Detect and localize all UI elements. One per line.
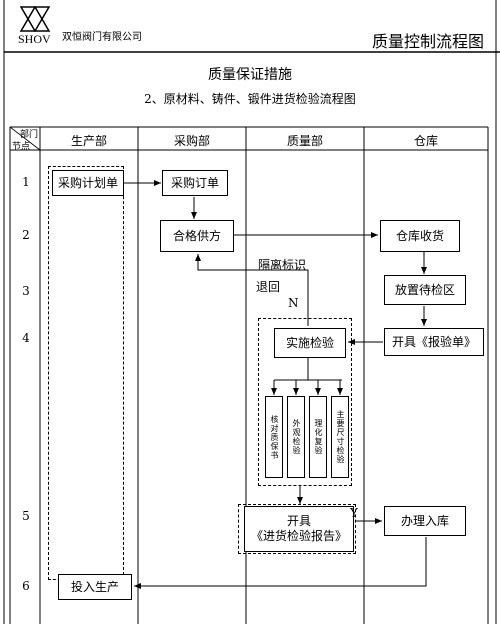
check-item-label: 外观检验 <box>292 419 301 455</box>
node-number: 5 <box>22 509 30 523</box>
company-logo: SHOV <box>18 5 52 46</box>
purchase-order-box: 采购订单 <box>162 170 228 196</box>
return-label: 退回 <box>256 280 281 294</box>
column-header-purchasing: 采购部 <box>173 134 210 148</box>
company-name: 双恒阀门有限公司 <box>62 32 142 43</box>
column-header-quality: 质量部 <box>286 134 323 148</box>
inspection-group-dashed <box>258 318 352 486</box>
node-number: 6 <box>22 579 30 593</box>
node-number: 3 <box>22 284 30 298</box>
node-number: 4 <box>22 331 30 345</box>
yes-branch-label: Y <box>350 506 358 520</box>
store-in-box: 办理入库 <box>384 506 466 536</box>
qualified-supplier-box: 合格供方 <box>160 220 234 252</box>
sub-title: 2、原材料、铸件、锻件进货检验流程图 <box>144 92 356 106</box>
corner-label-bottom: 节点 <box>12 142 31 152</box>
warehouse-receive-box: 仓库收货 <box>380 220 460 252</box>
logo-icon <box>19 5 51 33</box>
put-into-production-box: 投入生产 <box>58 574 132 600</box>
logo-text: SHOV <box>18 32 51 46</box>
check-item-label: 核对质保书 <box>270 414 279 460</box>
node-number: 1 <box>22 175 30 189</box>
report-line-1: 开具 <box>286 514 311 528</box>
inspection-report-box: 开具 《进货检验报告》 <box>244 506 354 552</box>
check-item-warranty: 核对质保书 <box>265 396 283 478</box>
report-line-2: 《进货检验报告》 <box>250 529 347 543</box>
check-item-dimensions: 主要尺寸检验 <box>331 396 349 478</box>
column-header-production: 生产部 <box>70 134 107 148</box>
main-title: 质量保证措施 <box>208 67 292 83</box>
check-item-physical-chemical: 理化复验 <box>309 396 327 478</box>
report-group-dashed <box>238 504 356 554</box>
issue-inspection-request-box: 开具《报验单》 <box>384 328 484 356</box>
place-pending-box: 放置待检区 <box>384 275 466 305</box>
isolate-label: 隔离标识 <box>258 258 307 272</box>
purchase-plan-box: 采购计划单 <box>52 170 124 196</box>
document-title: 质量控制流程图 <box>372 32 485 51</box>
node-number: 2 <box>22 228 30 242</box>
no-branch-label: N <box>288 296 299 310</box>
corner-label-top: 部门 <box>20 130 39 140</box>
column-header-warehouse: 仓库 <box>413 134 438 148</box>
check-item-label: 主要尺寸检验 <box>336 410 345 464</box>
check-item-label: 理化复验 <box>314 419 323 455</box>
implement-inspection-box: 实施检验 <box>274 328 346 358</box>
check-item-appearance: 外观检验 <box>287 396 305 478</box>
